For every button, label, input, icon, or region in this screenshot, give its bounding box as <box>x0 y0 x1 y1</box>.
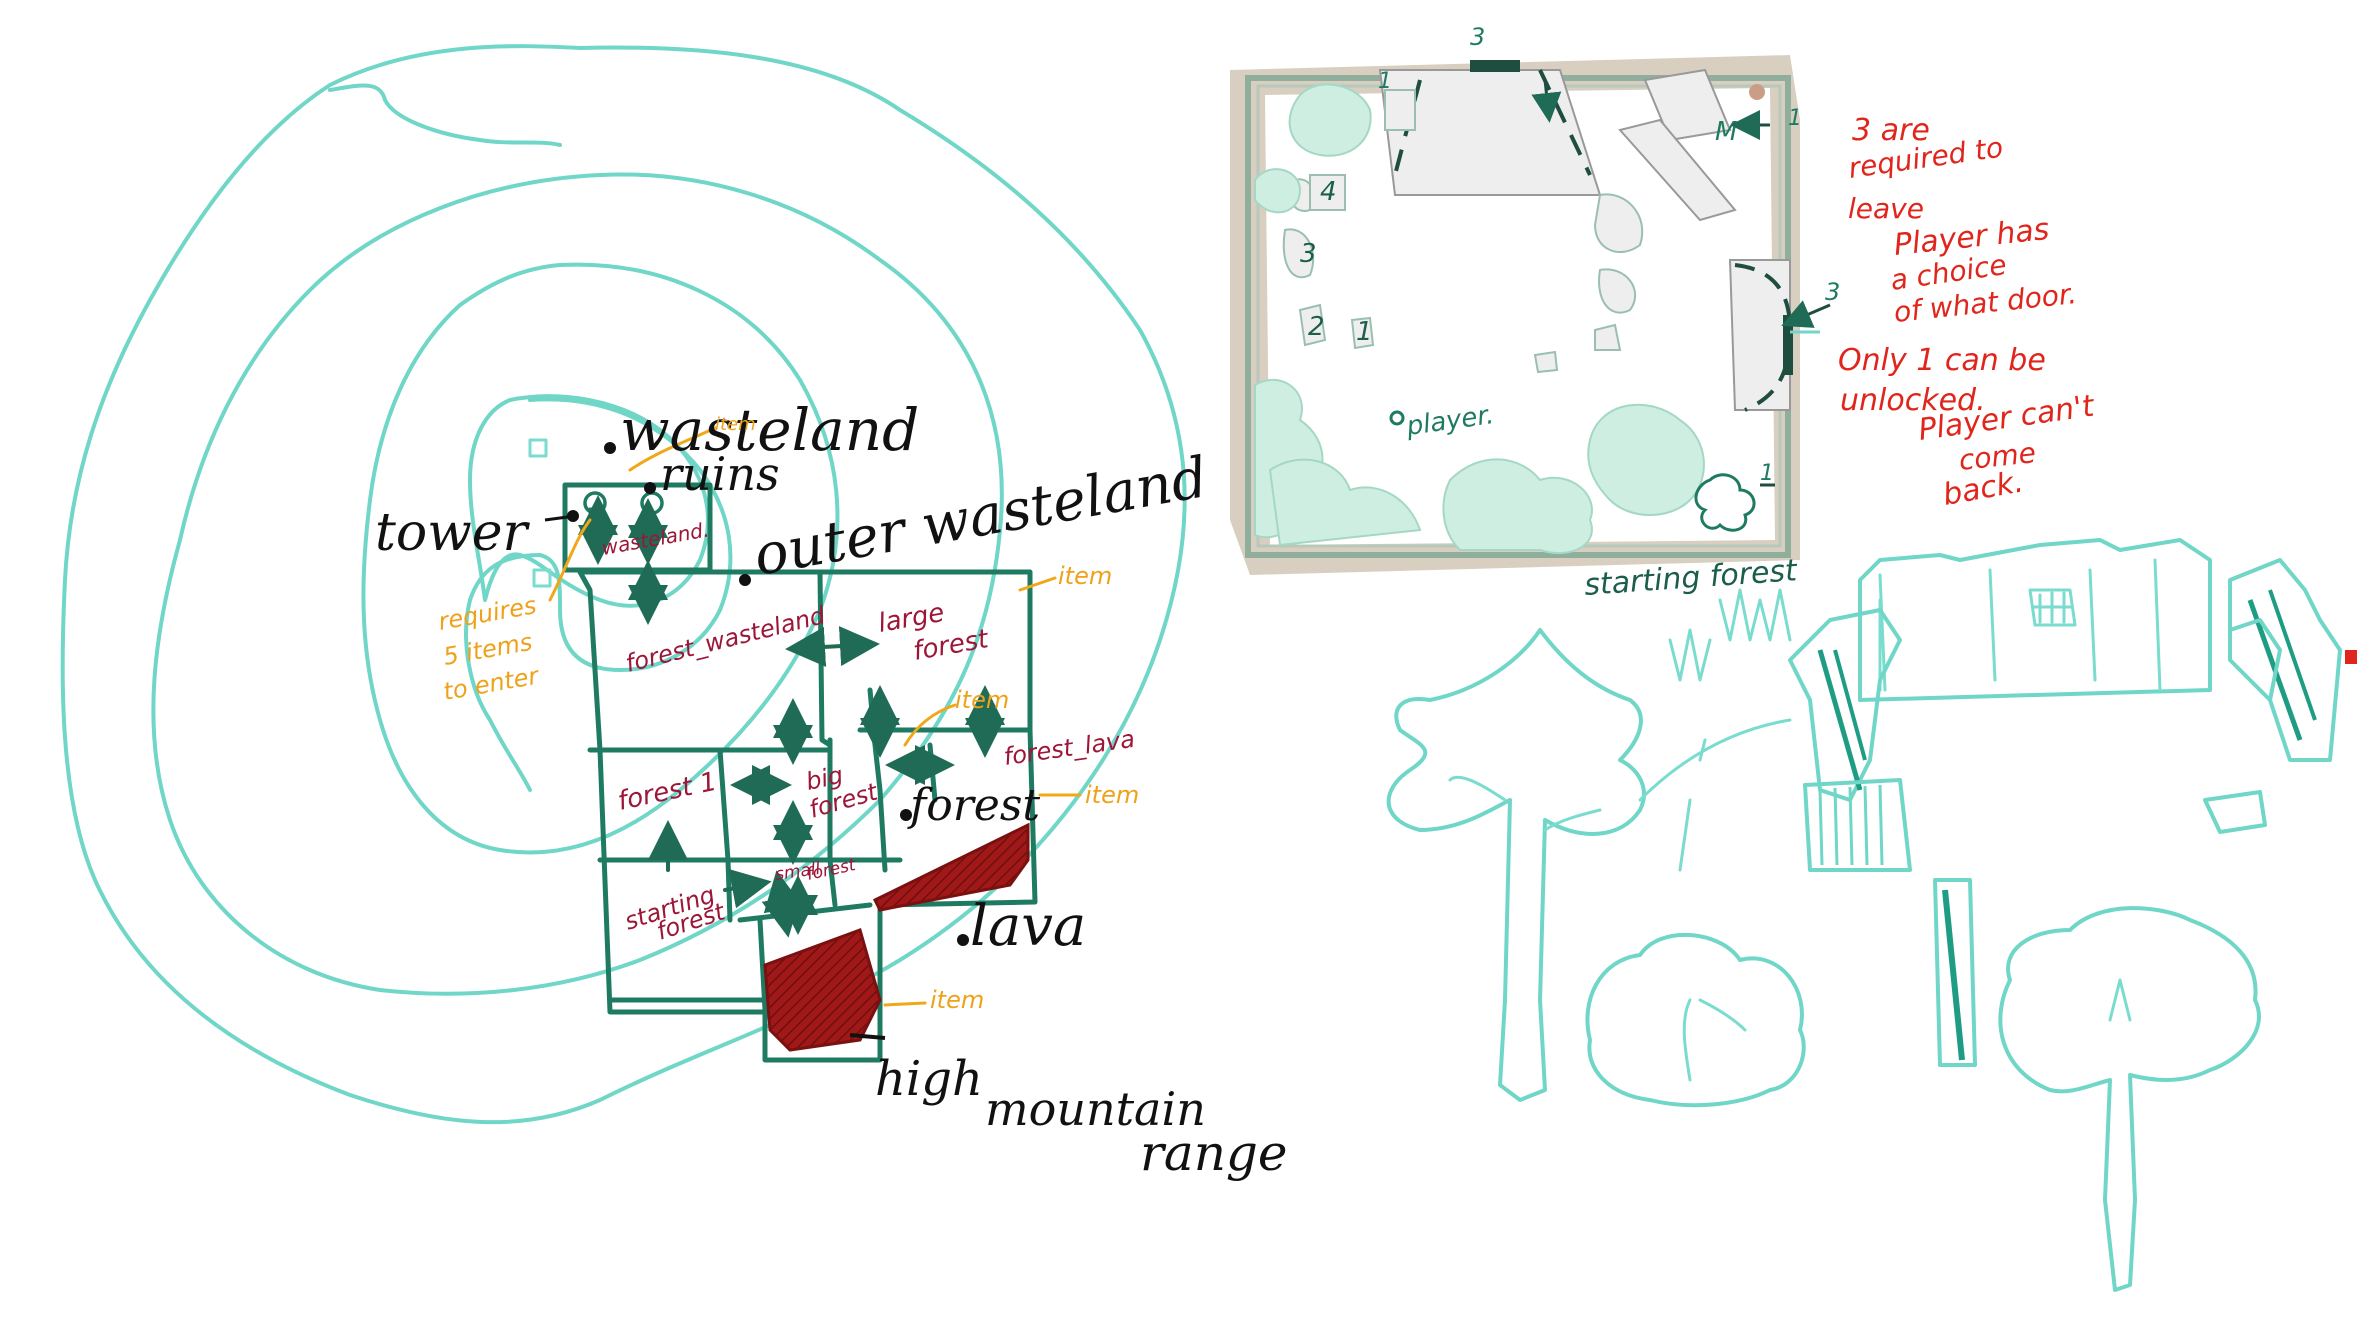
plan-key-top: 3 <box>1470 23 1485 51</box>
plan-key-br: 1 <box>1760 461 1774 486</box>
label-forest: forest <box>907 780 1040 831</box>
plan-marker-4: 4 <box>1320 177 1337 207</box>
note-line: leave <box>1848 192 1924 225</box>
plan-marker-3: 3 <box>1300 239 1317 269</box>
exit-area-top <box>1378 69 1602 196</box>
plan-notes: 3 are required to leave Player has a cho… <box>1838 113 2097 513</box>
outer-ring-notch <box>328 83 562 147</box>
plan-key-tr: 1 <box>1788 106 1802 131</box>
door-right <box>1783 315 1793 375</box>
plan-key-right: 3 <box>1825 278 1840 306</box>
room-label-wasteland: wasteland. <box>600 517 711 560</box>
ring-marker <box>532 568 552 588</box>
label-outer-wasteland: outer wasteland <box>749 445 1212 589</box>
door-top <box>1470 60 1520 72</box>
room-plan: 3 1 1 3 1 M 4 3 2 1 player. starting for… <box>1230 23 2097 603</box>
plan-marker-1: 1 <box>1356 317 1373 347</box>
forest-scene-sketch <box>1386 538 2357 1292</box>
world-map: wasteland ruins tower outer wasteland fo… <box>60 44 1288 1182</box>
note-line: 3 are <box>1852 113 1930 148</box>
note-item: item <box>955 686 1009 714</box>
room-label-forest-1: forest 1 <box>615 767 719 817</box>
room-label-forest-wasteland: forest_wasteland <box>623 601 829 678</box>
bushes <box>1254 83 1705 555</box>
outer-ring <box>60 44 1187 1125</box>
label-wasteland: wasteland <box>620 396 919 464</box>
item-pointers <box>548 426 1082 1007</box>
plan-marker-2: 2 <box>1308 312 1325 342</box>
exit-area-right <box>1728 259 1791 411</box>
label-ruins: ruins <box>660 447 780 501</box>
note-item: item <box>1085 781 1139 809</box>
lava-zone <box>872 822 1030 912</box>
note-line: Only 1 can be <box>1838 343 2046 378</box>
map-markers <box>544 442 969 1040</box>
plan-m: M <box>1715 117 1737 147</box>
ring-3 <box>361 262 840 855</box>
plan-key-tl: 1 <box>1378 69 1392 94</box>
note-item: item <box>930 986 984 1014</box>
note-item: item <box>715 414 756 435</box>
note-item: item <box>1058 562 1112 590</box>
ring-4 <box>464 397 733 792</box>
note-line: come <box>1957 436 2037 477</box>
label-lava: lava <box>970 894 1086 959</box>
note-line: unlocked. <box>1840 383 1986 418</box>
room-arrows <box>578 495 1005 938</box>
label-range: range <box>1140 1124 1288 1182</box>
ring-marker <box>528 438 548 458</box>
label-high: high <box>875 1051 983 1107</box>
label-mountain: mountain <box>985 1082 1206 1136</box>
ring-2 <box>151 172 1004 996</box>
lava-zone <box>763 928 882 1052</box>
label-tower: tower <box>375 503 530 563</box>
ring-core <box>468 394 710 608</box>
note-line: back. <box>1940 464 2026 513</box>
